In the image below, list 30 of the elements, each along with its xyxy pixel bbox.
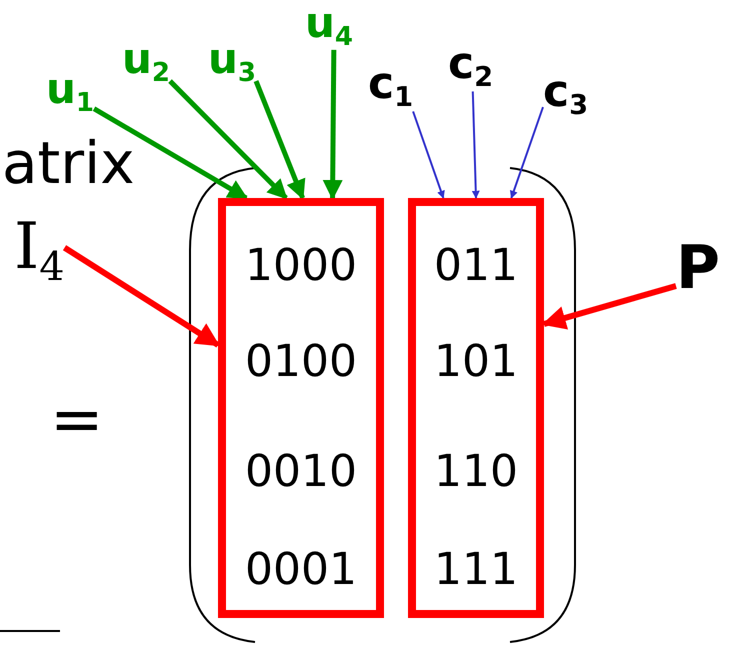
highlight-box [408, 198, 544, 618]
variable-label: u$_{1}$ [46, 68, 94, 116]
matrix-row-text: 111 [433, 548, 519, 592]
title-fragment-text: atrix [2, 134, 135, 192]
variable-label: c$_{2}$ [448, 42, 494, 92]
highlight-box [218, 198, 384, 618]
variable-label: u$_{2}$ [122, 38, 170, 86]
arrow [412, 111, 445, 199]
arrow [254, 80, 306, 200]
arrow [168, 79, 288, 200]
matrix-row-text: 0010 [244, 450, 358, 494]
arrow [542, 283, 677, 330]
matrix-row-text: 1000 [244, 244, 358, 288]
arrow [322, 50, 343, 200]
matrix-row-text: 0100 [244, 340, 358, 384]
variable-label: c$_{3}$ [543, 70, 588, 120]
arrow [510, 106, 544, 199]
matrix-row-text: 0001 [244, 548, 358, 592]
arrow [472, 91, 480, 199]
variable-label: u$_{4}$ [305, 2, 354, 50]
matrix-symbol: I$_{4}$ [14, 215, 65, 288]
matrix-row-text: 011 [433, 244, 519, 288]
matrix-row-text: 110 [433, 450, 519, 494]
variable-label: u$_{3}$ [208, 38, 256, 86]
variable-label: c$_{1}$ [368, 62, 414, 112]
arrow [62, 245, 220, 348]
equals-sign: = [50, 388, 104, 452]
matrix-row-text: 101 [433, 340, 519, 384]
arrow [92, 106, 248, 200]
matrix-symbol: P [676, 238, 720, 298]
